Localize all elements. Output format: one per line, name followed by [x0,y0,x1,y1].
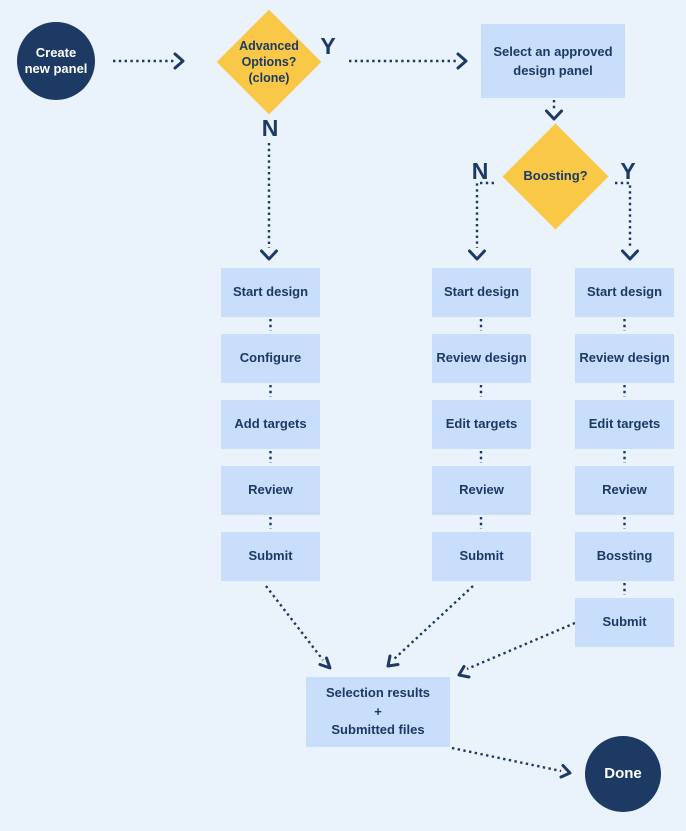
advanced-yes-label: Y [320,33,336,59]
step-label: Add targets [234,416,307,432]
boosting-decision: Boosting? [502,123,609,230]
advanced-options-label: Advanced Options? (clone) [239,38,299,86]
step-label: Review design [436,350,527,366]
step-label: Review [248,482,293,498]
arrow-select-to-boosting [545,100,563,121]
col1-step-start-design: Start design [221,268,320,317]
arrow-boosting-yes-to-col3 [615,181,639,261]
done-node: Done [585,736,661,812]
step-label: Submit [602,614,647,630]
advanced-no-label: N [261,115,279,141]
col2-step-submit: Submit [432,532,531,581]
step-label: Start design [443,284,520,300]
step-label: Bossting [596,548,653,564]
start-node-label: Create new panel [24,44,88,76]
col3-step-review-design: Review design [575,334,674,383]
step-label: Configure [239,350,302,366]
col1-step-add-targets: Add targets [221,400,320,449]
select-approved-panel-label: Select an approved design panel [493,43,613,79]
step-label: Edit targets [588,416,661,432]
boosting-no-label: N [471,158,489,184]
step-label: Edit targets [445,416,518,432]
arrow-advanced-yes-to-select [349,52,468,70]
step-label: Submit [248,548,293,564]
arrow-col3-submit-to-results [457,621,576,679]
col3-step-bossting: Bossting [575,532,674,581]
arrow-results-to-done [451,746,572,779]
arrow-col1-submit-to-results [265,585,332,670]
col3-step-edit-targets: Edit targets [575,400,674,449]
boosting-yes-label: Y [620,158,636,184]
col3-step-start-design: Start design [575,268,674,317]
results-label: Selection results + Submitted files [325,684,431,738]
col3-step-review: Review [575,466,674,515]
done-node-label: Done [604,764,642,782]
start-node: Create new panel [17,22,95,100]
col1-step-submit: Submit [221,532,320,581]
arrow-start-to-advanced [113,52,185,70]
col2-step-review: Review [432,466,531,515]
boosting-label: Boosting? [523,168,588,184]
arrow-col2-submit-to-results [386,585,474,668]
col1-step-configure: Configure [221,334,320,383]
step-label: Review [602,482,647,498]
step-label: Review [459,482,504,498]
advanced-options-decision: Advanced Options? (clone) [216,9,322,115]
step-label: Start design [232,284,309,300]
results-node: Selection results + Submitted files [306,677,450,747]
col2-step-start-design: Start design [432,268,531,317]
col2-step-review-design: Review design [432,334,531,383]
select-approved-panel-node: Select an approved design panel [481,24,625,98]
step-label: Review design [579,350,670,366]
col3-step-submit: Submit [575,598,674,647]
step-label: Start design [586,284,663,300]
step-label: Submit [459,548,504,564]
arrow-boosting-no-to-col2 [468,181,494,261]
arrow-advanced-no-to-col1 [260,143,278,261]
col1-step-review: Review [221,466,320,515]
col2-step-edit-targets: Edit targets [432,400,531,449]
